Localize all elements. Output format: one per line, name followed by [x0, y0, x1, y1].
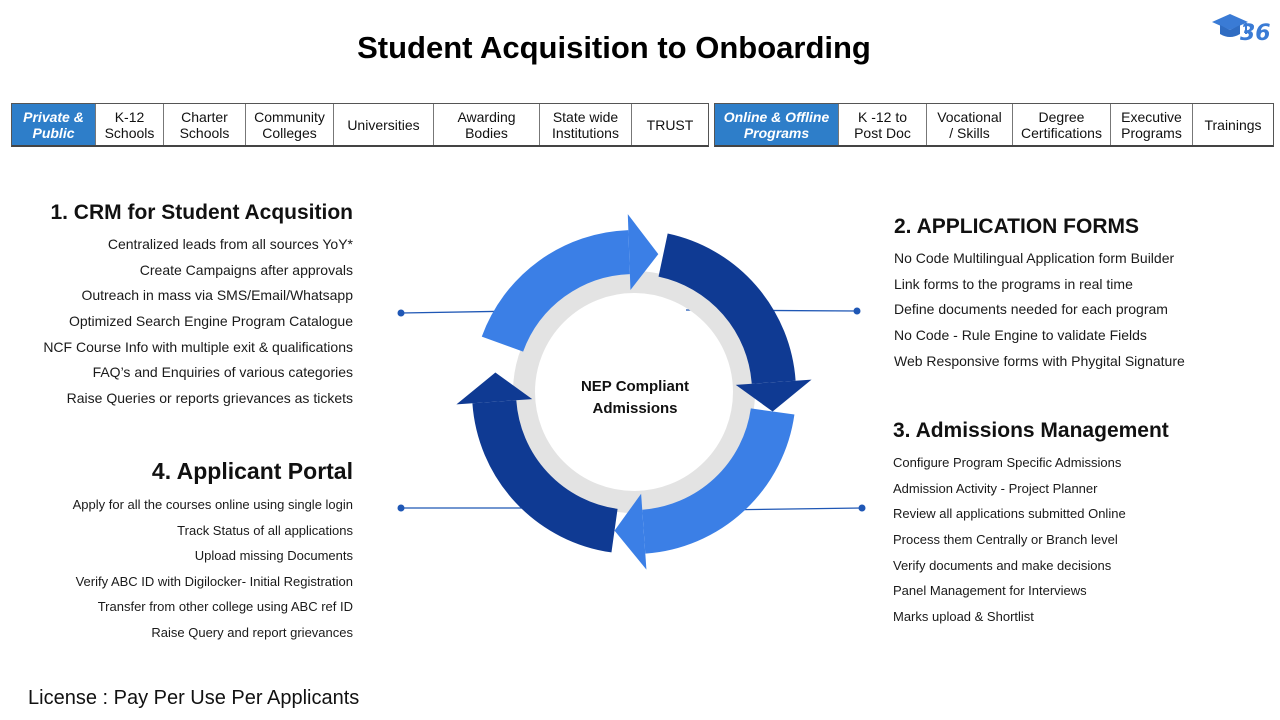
list-item: Raise Query and report grievances — [151, 624, 353, 640]
institution-tab-4[interactable]: Universities — [334, 104, 434, 145]
list-item: Review all applications submitted Online — [893, 506, 1126, 522]
institution-tab-0[interactable]: Private & Public — [12, 104, 96, 145]
list-item: Optimized Search Engine Program Catalogu… — [68, 313, 353, 330]
cycle-arrow-top-left-body — [481, 230, 631, 353]
list-item: Track Status of all applications — [177, 522, 353, 538]
center-label: NEP Compliant Admissions — [560, 376, 710, 420]
list-item: Outreach in mass via SMS/Email/Whatsapp — [81, 287, 353, 304]
cycle-arrow-bottom-left-head — [456, 372, 533, 405]
tab-label: K-12 Schools — [104, 108, 155, 141]
list-item: Panel Management for Interviews — [893, 583, 1087, 599]
program-tab-1[interactable]: K -12 to Post Doc — [839, 104, 927, 145]
tab-label: State wide Institutions — [552, 108, 619, 141]
admissions-management-section-title: 3. Admissions Management — [893, 419, 1169, 442]
tab-label: Private & Public — [23, 108, 84, 141]
tab-label: K -12 to Post Doc — [854, 108, 911, 141]
connector-dot-crm — [397, 309, 405, 317]
connector-line-admissions — [715, 507, 863, 511]
list-item: FAQ’s and Enquiries of various categorie… — [92, 364, 353, 381]
list-item: No Code - Rule Engine to validate Fields — [894, 327, 1147, 344]
list-item: Apply for all the courses online using s… — [72, 497, 353, 512]
program-tab-4[interactable]: Executive Programs — [1111, 104, 1193, 145]
tab-label: Online & Offline Programs — [723, 108, 830, 141]
list-item: Create Campaigns after approvals — [139, 261, 353, 278]
tab-label: Executive Programs — [1121, 108, 1182, 141]
list-item: Raise Queries or reports grievances as t… — [66, 390, 353, 407]
connector-dot-forms — [853, 307, 861, 315]
cycle-arrow-bottom-right-body — [641, 407, 795, 554]
list-item: Web Responsive forms with Phygital Signa… — [894, 352, 1185, 369]
program-tab-3[interactable]: Degree Certifications — [1013, 104, 1111, 145]
tab-label: Degree Certifications — [1021, 108, 1102, 141]
list-item: Upload missing Documents — [194, 548, 353, 564]
institution-tab-3[interactable]: Community Colleges — [246, 104, 334, 145]
tab-label: Trainings — [1204, 116, 1262, 133]
program-tab-0[interactable]: Online & Offline Programs — [715, 104, 839, 145]
application-forms-item-list: No Code Multilingual Application form Bu… — [894, 246, 1185, 374]
list-item: Transfer from other college using ABC re… — [97, 599, 353, 615]
application-forms-section-title: 2. APPLICATION FORMS — [894, 215, 1140, 238]
cycle-arrow-top-right-body — [657, 233, 796, 385]
program-type-tabs: Online & Offline Programs K -12 to Post D… — [714, 103, 1274, 147]
cycle-arrow-top-left-head — [627, 214, 659, 291]
tab-label: Universities — [347, 116, 420, 133]
connector-line-forms — [685, 309, 858, 312]
program-tab-2[interactable]: Vocational / Skills — [927, 104, 1013, 145]
logo-text: 36 — [1240, 21, 1271, 46]
graduation-cap-logo-icon: 36 — [1212, 14, 1271, 46]
institution-tab-2[interactable]: Charter Schools — [164, 104, 246, 145]
list-item: NCF Course Info with multiple exit & qua… — [43, 338, 353, 355]
institution-tab-7[interactable]: TRUST — [632, 104, 708, 145]
list-item: Admission Activity - Project Planner — [893, 480, 1098, 496]
institution-type-tabs: Private & Public K-12 Schools Charter Scho… — [11, 103, 709, 147]
crm-item-list: Centralized leads from all sources YoY* … — [43, 232, 353, 412]
cycle-arrow-bottom-right-head — [614, 493, 647, 570]
applicant-portal-section-title: 4. Applicant Portal — [151, 458, 353, 484]
institution-tab-5[interactable]: Awarding Bodies — [434, 104, 540, 145]
connector-line-crm — [400, 310, 521, 314]
tab-label: Charter Schools — [179, 108, 230, 141]
institution-tab-6[interactable]: State wide Institutions — [540, 104, 632, 145]
center-label-text: NEP Compliant Admissions — [580, 378, 690, 417]
tab-label: Community Colleges — [254, 108, 325, 141]
connector-dot-portal — [397, 504, 405, 512]
program-tab-5[interactable]: Trainings — [1193, 104, 1273, 145]
list-item: Verify documents and make decisions — [893, 557, 1112, 573]
list-item: Verify ABC ID with Digilocker- Initial R… — [75, 573, 353, 589]
list-item: Process them Centrally or Branch level — [893, 532, 1118, 548]
crm-section-title: 1. CRM for Student Acqusition — [50, 201, 353, 224]
cycle-arrow-top-right-head — [735, 379, 812, 412]
page-title: Student Acquisition to Onboarding — [357, 30, 871, 65]
list-item: Define documents needed for each program — [894, 301, 1168, 318]
list-item: Link forms to the programs in real time — [894, 275, 1133, 292]
cycle-arrow-bottom-left-body — [472, 399, 619, 553]
institution-tab-1[interactable]: K-12 Schools — [96, 104, 164, 145]
admissions-management-item-list: Configure Program Specific Admissions Ad… — [893, 450, 1126, 630]
tab-label: Awarding Bodies — [457, 108, 516, 141]
applicant-portal-item-list: Apply for all the courses online using s… — [73, 492, 353, 646]
list-item: Marks upload & Shortlist — [893, 609, 1034, 625]
list-item: Configure Program Specific Admissions — [893, 455, 1122, 470]
list-item: No Code Multilingual Application form Bu… — [894, 250, 1175, 266]
tab-label: Vocational / Skills — [937, 108, 1002, 141]
tab-label: TRUST — [646, 116, 694, 133]
connector-dot-admissions — [858, 504, 866, 512]
license-text: License : Pay Per Use Per Applicants — [28, 687, 360, 709]
list-item: Centralized leads from all sources YoY* — [107, 236, 353, 252]
